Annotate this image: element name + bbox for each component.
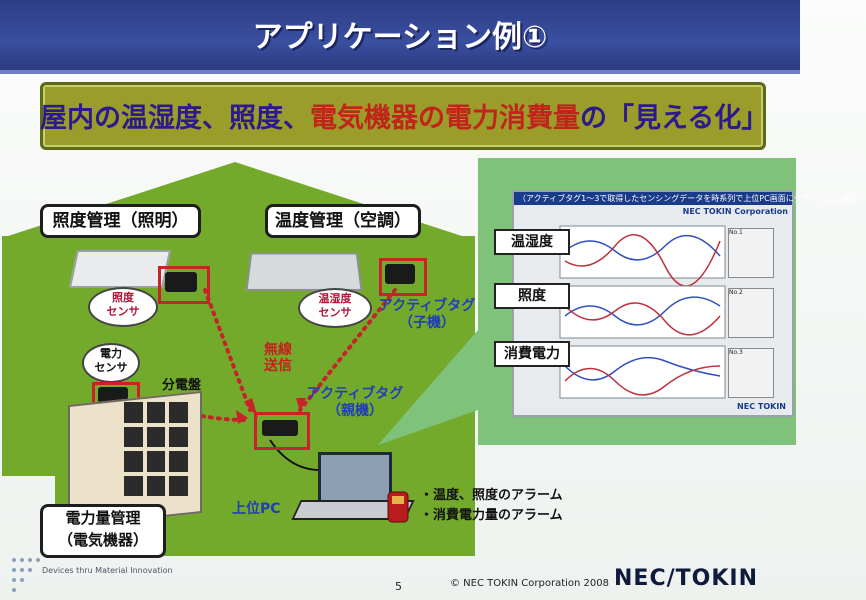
breaker (169, 475, 188, 496)
banner-part3: の「見える化」 (580, 103, 769, 134)
usb-cable (269, 439, 321, 471)
slide-title: アプリケーション例① (252, 20, 548, 55)
arrowhead-3 (296, 398, 306, 412)
distribution-board-label: 分電盤 (162, 378, 202, 393)
alarm-item-1: ・温度、照度のアラーム (420, 488, 563, 503)
lux-sensor-bubble: 照度 センサ (88, 287, 158, 327)
page-number: 5 (395, 580, 402, 593)
title-bar (0, 0, 800, 74)
breaker (146, 426, 166, 447)
banner-part2: 電気機器の電力消費量 (310, 103, 580, 134)
screen-footer-logo: NEC TOKIN (737, 402, 786, 411)
banner (40, 82, 766, 150)
ceiling-light-image (68, 250, 172, 288)
power-mgmt-label: 電力量管理 （電気機器） (40, 504, 166, 558)
power-sensor-bubble: 電力 センサ (82, 343, 140, 383)
lux-sensor-highlight (158, 266, 210, 304)
footer-tagline: Devices thru Material Innovation (42, 566, 173, 575)
banner-text: 屋内の温湿度、照度、電気機器の電力消費量の「見える化」 (40, 96, 768, 135)
breaker (169, 451, 188, 472)
breaker (124, 475, 143, 496)
temp-sensor-bubble: 温湿度 センサ (298, 288, 372, 328)
house-body-left (2, 236, 57, 476)
footer-dots-icon (10, 556, 42, 596)
screen-header: （アクティブタグ1～3で取得したセンシングデータを時系列で上位PC画面にグラフ化… (514, 192, 866, 205)
tag-illuminance: 照度 (494, 283, 570, 309)
host-pc-label: 上位PC (232, 501, 281, 517)
path-temp (298, 288, 397, 412)
aircon-label: 温度管理（空調） (265, 204, 421, 238)
graph-2 (559, 285, 726, 339)
graph-area (559, 225, 726, 399)
aircon-unit-image (245, 252, 363, 291)
parent-tag-device (262, 420, 298, 436)
graph-side-3: No.3 (728, 348, 774, 398)
banner-part1: 屋内の温湿度、照度、 (40, 103, 310, 134)
active-tag-child-label: アクティブタグ （子機） (378, 298, 476, 331)
graph-3 (559, 345, 726, 399)
copyright: © NEC TOKIN Corporation 2008 (450, 578, 609, 589)
lighting-label: 照度管理（照明） (40, 204, 201, 238)
wireless-label: 無線 送信 (264, 342, 292, 374)
breaker-grid (120, 398, 192, 500)
breaker (169, 426, 188, 447)
breaker (146, 402, 166, 423)
graph-1 (559, 225, 726, 287)
breaker (124, 451, 143, 472)
temp-sensor-device (385, 264, 415, 284)
screen-company: NEC TOKIN Corporation (682, 207, 788, 216)
panel-pointer (378, 330, 478, 445)
temp-sensor-highlight (379, 258, 427, 296)
breaker (124, 426, 143, 447)
tag-temp-humidity: 温湿度 (494, 229, 570, 255)
alarm-item-2: ・消費電力量のアラーム (420, 508, 563, 523)
active-tag-parent-label: アクティブタグ （親機） (306, 386, 404, 419)
path-lux (203, 288, 252, 412)
company-logo: NEC/TOKIN (614, 566, 758, 591)
breaker (169, 402, 188, 423)
parent-tag-highlight (254, 412, 310, 450)
breaker (146, 475, 166, 496)
breaker (124, 402, 143, 423)
graph-side-2: No.2 (728, 288, 774, 338)
tag-power-consumption: 消費電力 (494, 341, 570, 367)
graph-side-1: No.1 (728, 228, 774, 278)
alarm-device-image (380, 482, 420, 524)
lux-sensor-device (165, 272, 197, 292)
arrowhead-1 (236, 410, 248, 424)
breaker (146, 451, 166, 472)
